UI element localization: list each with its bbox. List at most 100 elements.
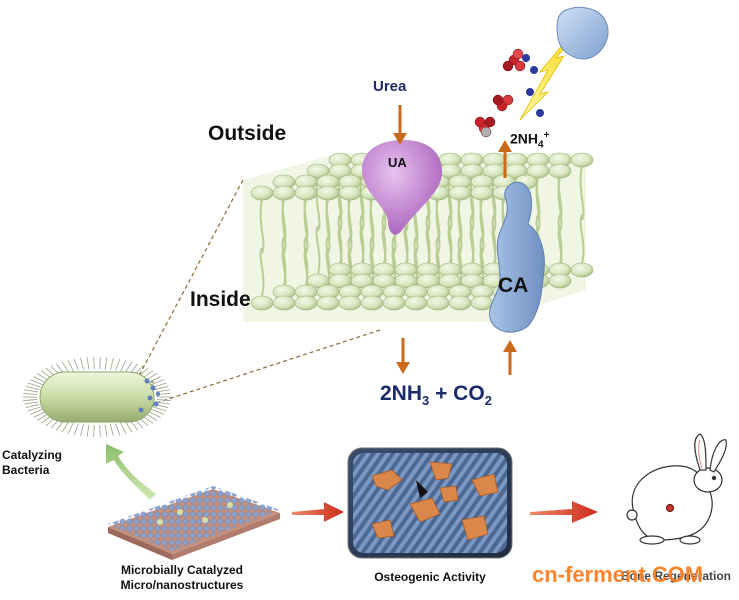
cilium	[115, 358, 121, 371]
cilium	[30, 408, 44, 415]
lipid-head	[470, 295, 494, 311]
cilium	[23, 399, 38, 401]
atom	[536, 109, 544, 117]
cilium	[154, 385, 169, 390]
atom	[484, 116, 496, 128]
membrane-bilayer-icon	[243, 152, 594, 322]
lipid-head	[404, 295, 428, 311]
lipid-head	[250, 295, 274, 311]
process-arrow-2	[530, 501, 598, 523]
lipid-tail	[579, 165, 585, 221]
cilium	[80, 357, 85, 370]
lipid-head	[250, 185, 274, 201]
cilium	[150, 379, 164, 386]
cilium	[125, 421, 133, 433]
lipid-tail	[347, 198, 353, 254]
rabbit-icon	[626, 433, 727, 545]
lipid-head	[570, 152, 594, 168]
cilium	[93, 357, 95, 370]
ua-label: UA	[388, 155, 407, 170]
cilium	[150, 408, 164, 415]
ammonium-outflow-arrow	[498, 140, 512, 178]
cilium	[153, 382, 167, 388]
atom	[526, 88, 534, 96]
lipid-tail	[457, 198, 463, 254]
catalyzing-bacteria-line-2: Bacteria	[2, 463, 50, 477]
cilium	[80, 424, 85, 437]
cilium	[99, 424, 101, 437]
atom	[502, 60, 514, 72]
lipid-head	[382, 295, 406, 311]
carbonic-anhydrase-icon	[489, 181, 545, 333]
cilium	[73, 423, 79, 436]
substrate-icon	[108, 486, 280, 560]
lipid-tail	[281, 198, 287, 254]
lipid-head	[548, 163, 572, 179]
urea-label: Urea	[373, 78, 407, 95]
atom	[512, 48, 524, 60]
ammonium-label: 2NH4+	[510, 130, 550, 151]
lipid-head	[294, 295, 318, 311]
lipid-tail	[315, 225, 321, 276]
atom	[514, 60, 526, 72]
cilium	[86, 357, 90, 370]
lipid-tail	[369, 198, 375, 254]
lipid-tail	[557, 176, 563, 232]
atom	[502, 94, 514, 106]
co2-uptake-arrow	[503, 340, 517, 375]
lipid-head	[294, 185, 318, 201]
atom	[474, 116, 486, 128]
cilium	[67, 360, 74, 372]
cilium	[148, 411, 161, 418]
lipid-tail	[479, 198, 485, 254]
products-release-arrow	[396, 338, 410, 374]
cilium	[73, 358, 79, 371]
ca-label: CA	[498, 274, 528, 298]
cilium	[25, 404, 40, 409]
cilium	[109, 424, 114, 437]
molecule-icon	[474, 48, 544, 138]
inside-label: Inside	[190, 288, 251, 311]
cilium	[30, 379, 44, 386]
products-label: 2NH3 + CO2	[380, 382, 492, 409]
lipid-head	[360, 295, 384, 311]
cilium	[104, 424, 108, 437]
crystal-icon	[556, 6, 609, 60]
lipid-head	[272, 185, 296, 201]
cilium	[27, 382, 41, 388]
lipid-tail	[303, 198, 309, 254]
atom	[492, 94, 504, 106]
cilium	[36, 373, 49, 381]
cilium	[93, 424, 95, 437]
cilium	[99, 357, 101, 370]
urease-protein-icon	[362, 140, 442, 235]
cilium	[25, 385, 40, 390]
cilium	[24, 389, 39, 393]
lipid-head	[316, 185, 340, 201]
lipid-head	[316, 295, 340, 311]
microstructures-label: Microbially Catalyzed Micro/nanostructur…	[92, 563, 272, 593]
osteogenic-label: Osteogenic Activity	[374, 570, 486, 584]
process-arrow-1	[292, 502, 344, 522]
lipid-tail	[259, 247, 265, 298]
lipid-head	[272, 295, 296, 311]
atom	[522, 54, 530, 62]
watermark: cn-ferment.COM	[532, 562, 704, 587]
ca-label-text: CA	[498, 274, 529, 297]
cilium	[115, 423, 121, 436]
catalyzing-bacteria-line-1: Catalyzing	[2, 448, 63, 462]
cilium	[27, 406, 41, 412]
cilium	[33, 376, 46, 383]
cilium	[120, 360, 127, 372]
bacteria-to-substrate-arrow	[106, 444, 156, 500]
lipid-tail	[579, 214, 585, 265]
cilium	[33, 411, 46, 418]
cilium	[86, 424, 90, 437]
lipid-tail	[435, 198, 441, 254]
lipid-head	[426, 295, 450, 311]
lipid-head	[338, 295, 362, 311]
outside-label: Outside	[208, 122, 287, 145]
lipid-head	[338, 185, 362, 201]
bone-regeneration-label: Bone Regeneration	[620, 569, 731, 583]
